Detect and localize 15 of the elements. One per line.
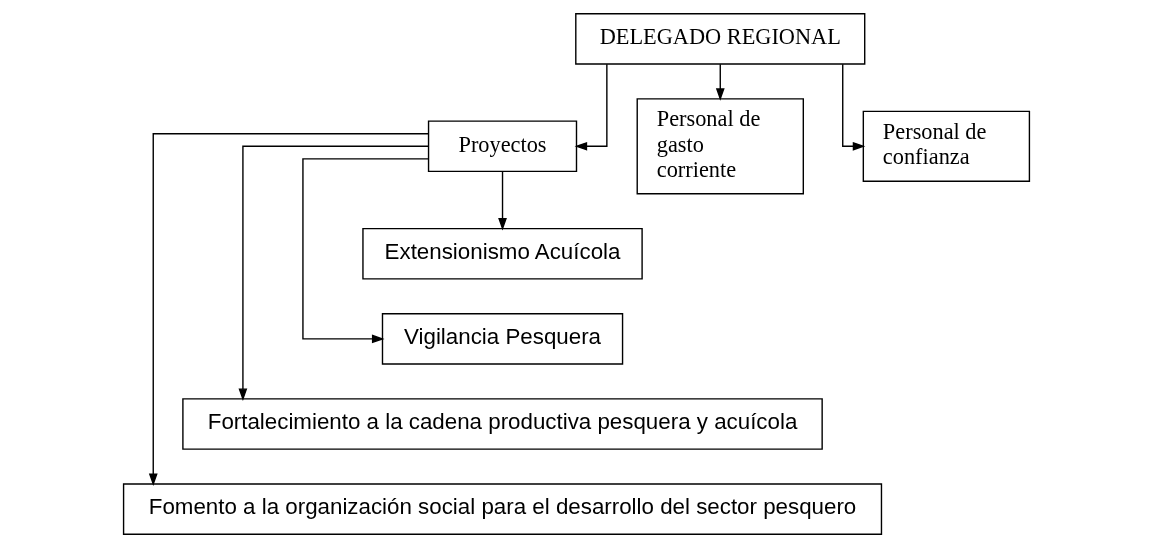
node-box: Vigilancia Pesquera [381,313,624,365]
arrow [715,63,725,101]
node-box: Personal de gasto corriente [636,98,804,195]
arrow [842,63,866,151]
node-box: Fortalecimiento a la cadena productiva pesquera y acuícola [182,398,823,450]
node-box: Proyectos [427,120,578,173]
arrow [574,63,608,151]
arrow [238,145,429,401]
node-box: DELEGADO REGIONAL [575,13,866,65]
node-box: Fomento a la organización social para el desarrollo del sector pesquero [122,483,883,535]
node-box: Extensionismo Acuícola [362,227,643,280]
node-box: Personal de confianza [862,110,1031,182]
arrow [498,171,507,231]
arrow [302,158,429,344]
arrow [148,133,430,487]
